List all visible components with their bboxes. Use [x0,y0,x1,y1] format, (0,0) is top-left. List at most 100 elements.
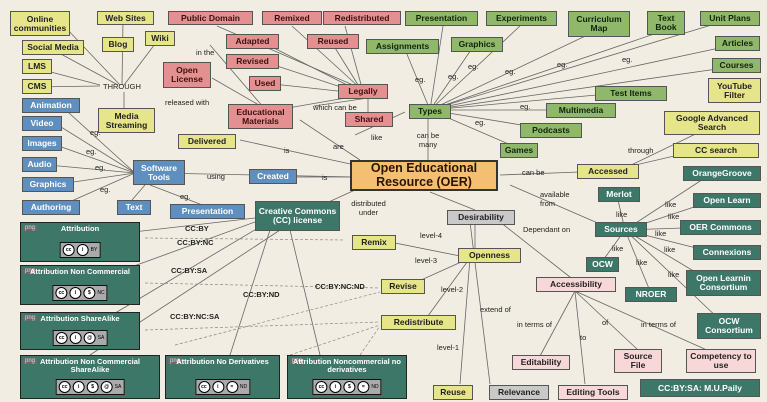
redistribute-node[interactable]: Redistribute [381,315,456,330]
competency-node[interactable]: Competency to use [686,349,756,373]
adapted-node[interactable]: Adapted [226,34,279,49]
badge-title: Attribution [60,224,100,233]
oer-commons-node[interactable]: OER Commons [680,220,761,235]
video-node[interactable]: Video [22,116,62,131]
games-node[interactable]: Games [500,143,538,158]
png-tag: png [23,358,38,364]
ocw-node[interactable]: OCW [586,257,619,272]
reused-node[interactable]: Reused [307,34,359,49]
source-file-node[interactable]: Source File [614,349,662,373]
cc-search-node[interactable]: CC search [673,143,759,158]
multimedia-node[interactable]: Multimedia [546,103,616,118]
audio-node[interactable]: Audio [22,157,57,172]
curriculum-map-node[interactable]: Curriculum Map [568,11,630,37]
accessed-node[interactable]: Accessed [577,164,639,179]
label-are: are [333,142,344,151]
label-eg: eg. [475,118,486,127]
google-advanced-search-node[interactable]: Google Advanced Search [664,111,760,135]
label-which-can-be: which can be [313,103,357,112]
courses-node[interactable]: Courses [712,58,761,73]
label-eg: eg. [415,75,426,84]
graphics-tool-node[interactable]: Graphics [22,177,74,192]
nroer-node[interactable]: NROER [625,287,677,302]
unit-plans-node[interactable]: Unit Plans [700,11,760,26]
revised-node[interactable]: Revised [226,54,279,69]
label-like: like [668,212,680,221]
orangegroove-node[interactable]: OrangeGroove [683,166,761,181]
cms-node[interactable]: CMS [22,79,52,94]
label-cc-by: CC:BY [185,224,209,233]
images-node[interactable]: Images [22,136,62,151]
label-eg: eg. [95,163,106,172]
delivered-node[interactable]: Delivered [178,134,236,149]
remix-node[interactable]: Remix [352,235,396,250]
open-learning-consortium-node[interactable]: Open Learnin Consortium [686,270,761,296]
youtube-filter-node[interactable]: YouTube Filter [708,78,761,103]
png-tag: png [23,268,38,274]
editability-node[interactable]: Editability [512,355,570,370]
types-node[interactable]: Types [409,104,451,119]
label-like: like [616,210,628,219]
badge-title: Attribution No Derivatives [176,357,269,366]
label-cc-by-sa: CC:BY:SA [171,266,208,275]
articles-node[interactable]: Articles [715,36,760,51]
social-media-node[interactable]: Social Media [22,40,84,55]
podcasts-node[interactable]: Podcasts [520,123,582,138]
authoring-node[interactable]: Authoring [22,200,80,215]
editing-tools-node[interactable]: Editing Tools [558,385,628,400]
software-tools-node[interactable]: Software Tools [133,160,185,185]
label-level-1: level-1 [437,343,460,352]
badge-title: Attribution Noncommercial no derivatives [293,357,401,375]
animation-node[interactable]: Animation [22,98,80,113]
redistributed-node[interactable]: Redistributed [323,11,401,25]
label-eg: eg. [100,185,111,194]
text-book-node[interactable]: Text Book [647,11,685,35]
public-domain-node[interactable]: Public Domain [168,11,253,25]
presentation-tool-node[interactable]: Presentation [170,204,245,219]
wiki-node[interactable]: Wiki [145,31,175,46]
presentation-type-node[interactable]: Presentation [405,11,478,26]
experiments-node[interactable]: Experiments [486,11,557,26]
remixed-node[interactable]: Remixed [262,11,322,25]
openness-node[interactable]: Openness [458,248,521,263]
merlot-node[interactable]: Merlot [598,187,640,202]
desirability-node[interactable]: Desirability [447,210,515,225]
label-eg: eg. [90,128,101,137]
connexions-node[interactable]: Connexions [693,245,761,260]
label-available-from: available from [540,190,570,208]
shared-node[interactable]: Shared [345,112,393,127]
open-learn-node[interactable]: Open Learn [693,193,761,208]
relevance-node[interactable]: Relevance [489,385,549,400]
web-sites-node[interactable]: Web Sites [97,11,154,25]
legally-node[interactable]: Legally [338,84,388,99]
accessibility-node[interactable]: Accessibility [536,277,616,292]
used-node[interactable]: Used [249,76,281,91]
media-streaming-node[interactable]: Media Streaming [98,108,155,133]
open-license-node[interactable]: Open License [163,62,211,88]
cc-license-node[interactable]: Creative Commons (CC) license [255,201,340,231]
text-tool-node[interactable]: Text [117,200,151,215]
test-items-node[interactable]: Test Items [595,86,667,101]
ocw-consortium-node[interactable]: OCW Consortium [697,313,761,339]
label-eg: eg. [180,192,191,201]
label-eg: eg. [505,67,516,76]
lms-node[interactable]: LMS [22,59,52,74]
label-dependant-on: Dependant on [523,225,571,234]
blog-node[interactable]: Blog [102,37,134,52]
reuse-node[interactable]: Reuse [433,385,473,400]
online-communities-node[interactable]: Online communities [10,11,70,36]
label-eg: eg. [448,72,459,81]
credit-label: CC:BY:SA: M.U.Paily [640,379,760,397]
sources-node[interactable]: Sources [595,222,647,237]
revise-node[interactable]: Revise [381,279,425,294]
graphics-type-node[interactable]: Graphics [451,37,503,52]
center-oer-node[interactable]: Open Educational Resource (OER) [350,160,498,191]
assignments-node[interactable]: Assignments [366,39,439,54]
label-in-the: in the [196,48,215,57]
created-node[interactable]: Created [249,169,297,184]
label-eg: eg. [557,60,568,69]
educational-materials-node[interactable]: Educational Materials [228,104,293,129]
